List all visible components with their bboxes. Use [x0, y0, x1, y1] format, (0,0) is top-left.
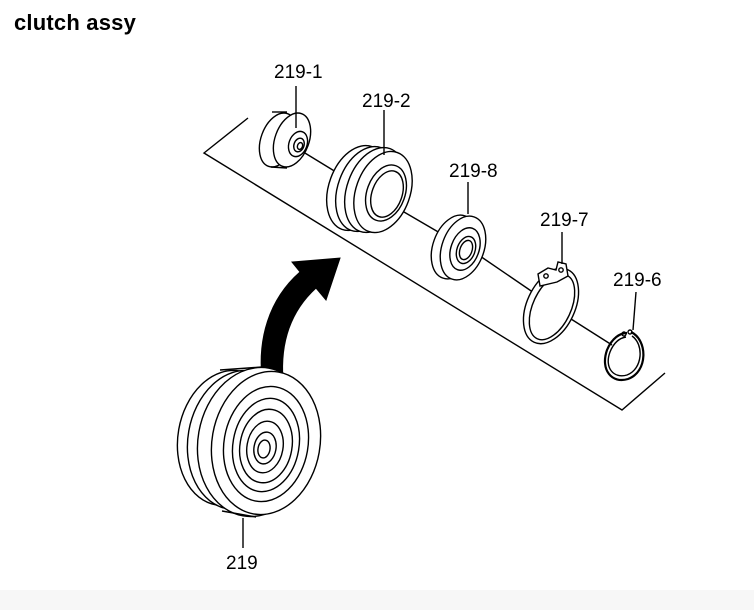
leader-219-6	[632, 291, 637, 331]
label-219-6: 219-6	[613, 270, 662, 291]
part-219-8	[430, 214, 487, 281]
label-219-7: 219-7	[540, 210, 589, 231]
part-219-6	[603, 329, 645, 382]
footer-band	[0, 590, 754, 610]
leader-lines	[242, 86, 637, 548]
part-219-1	[258, 111, 312, 169]
assembly-tray-outline	[202, 117, 666, 411]
page-title: clutch assy	[14, 10, 137, 35]
part-219-2	[325, 144, 413, 234]
part-219-7	[522, 261, 580, 345]
part-labels: 219-1 219-2 219-8 219-7 219-6 219	[226, 62, 662, 574]
label-219-8: 219-8	[449, 161, 498, 182]
assembly-arrow	[260, 257, 341, 381]
label-219-2: 219-2	[362, 91, 411, 112]
label-219-1: 219-1	[274, 62, 323, 83]
part-219-assembly	[176, 366, 322, 518]
label-219: 219	[226, 553, 258, 574]
